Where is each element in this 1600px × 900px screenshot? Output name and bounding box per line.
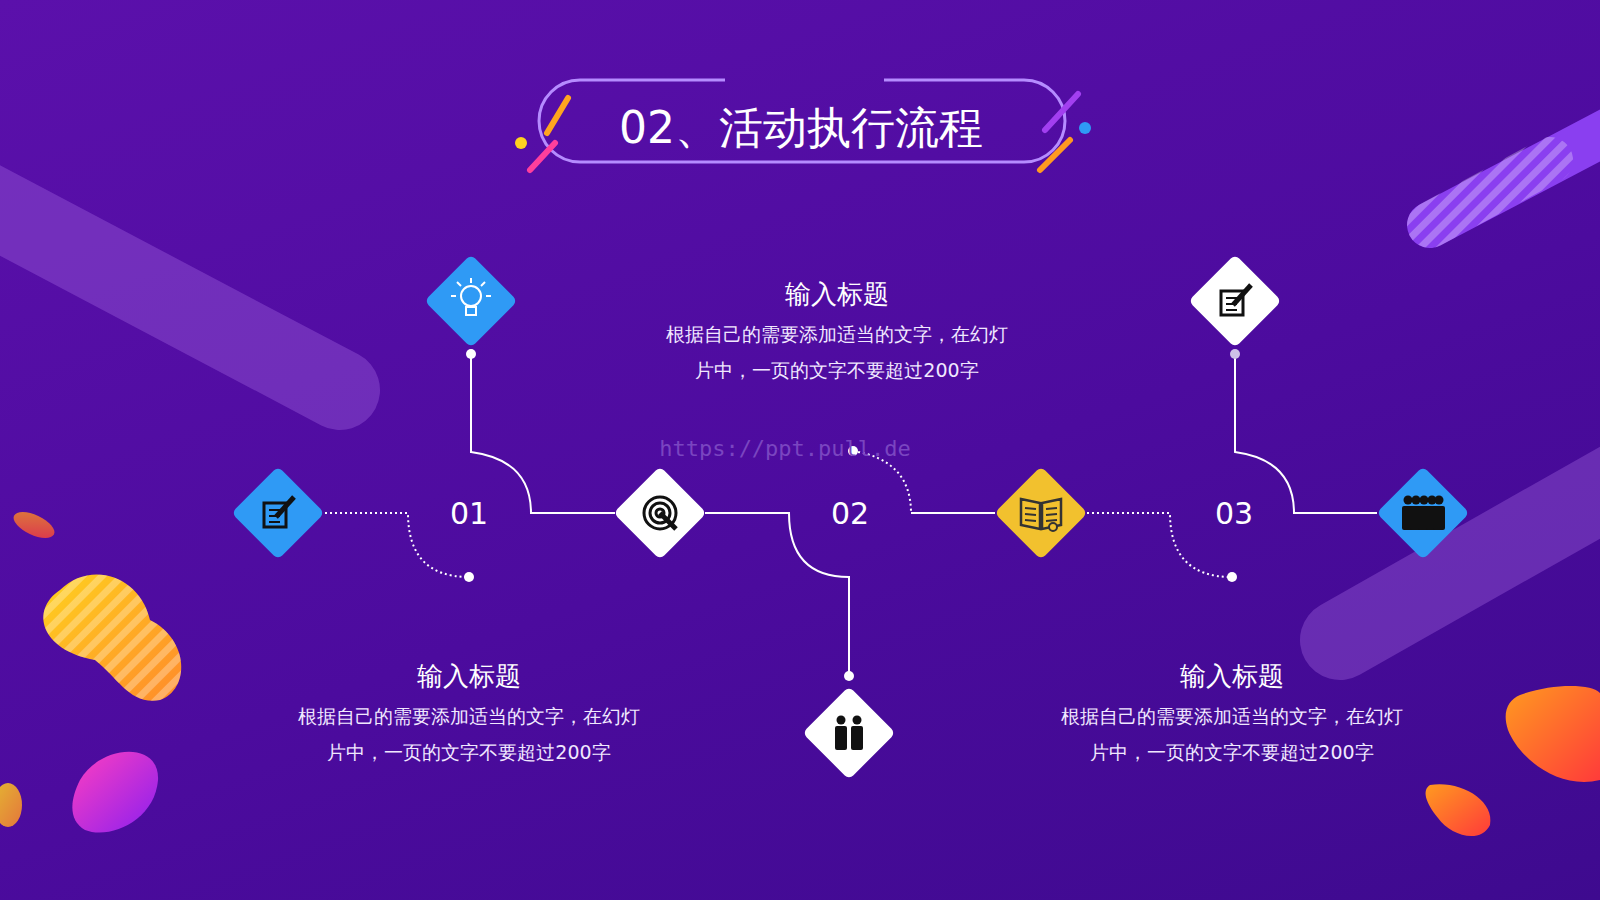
step-number: 01 xyxy=(450,496,488,531)
step-body: 根据自己的需要添加适当的文字，在幻灯片中，一页的文字不要超过200字 xyxy=(657,316,1017,388)
icon-diamond xyxy=(424,254,517,347)
step-text-block: 输入标题根据自己的需要添加适当的文字，在幻灯片中，一页的文字不要超过200字 xyxy=(657,276,1017,388)
icon-diamond xyxy=(994,466,1087,559)
step-heading: 输入标题 xyxy=(1052,658,1412,694)
icon-diamond xyxy=(613,466,706,559)
icon-diamond xyxy=(231,466,324,559)
step-text-block: 输入标题根据自己的需要添加适当的文字，在幻灯片中，一页的文字不要超过200字 xyxy=(289,658,649,770)
step-number: 02 xyxy=(831,496,869,531)
watermark: https://ppt.pull.de xyxy=(659,436,911,461)
step-number: 03 xyxy=(1215,496,1253,531)
slide-title: 02、活动执行流程 xyxy=(536,95,1066,161)
step-heading: 输入标题 xyxy=(657,276,1017,312)
icon-diamond xyxy=(1188,254,1281,347)
step-body: 根据自己的需要添加适当的文字，在幻灯片中，一页的文字不要超过200字 xyxy=(289,698,649,770)
icon-diamond xyxy=(1376,466,1469,559)
step-text-block: 输入标题根据自己的需要添加适当的文字，在幻灯片中，一页的文字不要超过200字 xyxy=(1052,658,1412,770)
icon-diamond xyxy=(802,686,895,779)
step-heading: 输入标题 xyxy=(289,658,649,694)
step-body: 根据自己的需要添加适当的文字，在幻灯片中，一页的文字不要超过200字 xyxy=(1052,698,1412,770)
